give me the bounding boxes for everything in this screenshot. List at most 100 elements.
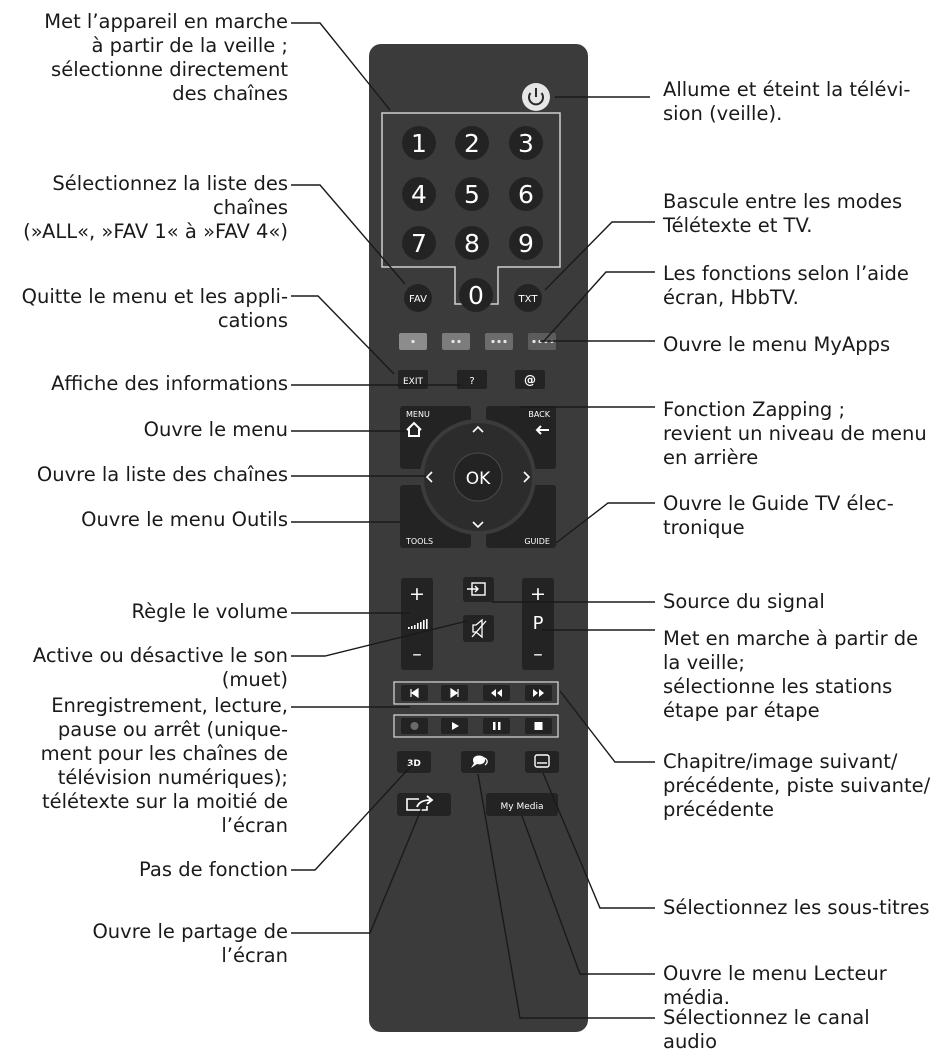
button-0[interactable]: 0 [459,278,493,312]
button-3[interactable]: 3 [509,126,543,160]
help-button[interactable]: ? [457,370,487,389]
digit-label: 3 [518,129,534,158]
ok-button[interactable]: OK [453,452,503,502]
subtitle-button[interactable] [525,751,559,773]
guide-label: GUIDE [524,537,550,546]
digit-label: 8 [464,229,480,258]
button-5[interactable]: 5 [455,177,489,211]
skip-next-icon [450,687,459,699]
program-plus-label: + [530,583,546,605]
digit-label: 6 [518,180,534,209]
mute-speaker-icon [472,618,483,639]
label-numbers: Met l’appareil en marche à partir de la … [44,10,288,105]
fast-forward-icon [533,689,544,697]
label-volume: Règle le volume [131,600,288,623]
program-p-label: P [533,613,544,634]
volume-minus-label: – [412,643,422,665]
play-icon [452,722,459,730]
color-key-4[interactable] [528,333,556,350]
label-ok: Ouvre la liste des chaînes [36,463,288,486]
volume-rocker[interactable]: + – [401,578,433,670]
label-guide: Ouvre le Guide TV élec- tronique [663,492,894,539]
fav-label: FAV [409,294,427,305]
color-key-3[interactable] [485,333,513,350]
power-icon [528,92,544,106]
label-3d: Pas de fonction [139,858,288,881]
txt-button[interactable]: TXT [514,284,542,312]
arrow-down-icon [472,521,484,529]
subtitle-icon [534,754,550,768]
label-subtitles: Sélectionnez les sous-titres [663,896,930,919]
color-key-2[interactable] [442,333,470,350]
ok-label: OK [466,469,491,489]
record-icon [410,722,419,730]
label-myapps: Ouvre le menu MyApps [663,333,891,356]
label-program: Met en marche à partir de la veille; sél… [663,627,919,722]
label-menu: Ouvre le menu [143,418,288,441]
play-button[interactable] [441,718,468,734]
back-arrow-icon [535,425,549,435]
label-back: Fonction Zapping ; revient un niveau de … [663,398,927,469]
fav-button[interactable]: FAV [404,284,432,312]
label-mute: Active ou désactive le son (muet) [32,644,288,691]
label-audio: Sélectionnez le canal audio [663,1006,870,1053]
exit-label: EXIT [403,377,424,387]
txt-label: TXT [518,294,539,305]
label-source: Source du signal [663,590,825,613]
rewind-button[interactable] [483,685,510,701]
digit-label: 2 [464,129,480,158]
label-color-keys: Les fonctions selon l’aide écran, HbbTV. [663,262,909,309]
myapps-button[interactable]: @ [515,370,545,389]
button-8[interactable]: 8 [455,226,489,260]
remote-control: 1 2 3 4 5 6 7 8 9 0 FAV TXT EXIT ? @ MEN… [369,44,588,1032]
myapps-label: @ [524,373,536,387]
digit-label: 5 [464,180,480,209]
3d-button[interactable]: 3D [397,751,431,773]
chapter-outline-group [393,681,559,705]
pause-button[interactable] [483,718,510,734]
power-button[interactable] [522,83,550,111]
stop-icon [534,722,543,730]
label-power: Allume et éteint la télévi- sion (veille… [663,78,911,125]
audio-button[interactable] [461,751,495,773]
menu-label: MENU [406,410,430,419]
speech-bubble-icon [471,755,485,768]
button-1[interactable]: 1 [402,126,436,160]
digit-pad-outline [381,112,561,305]
color-key-1[interactable] [399,333,427,350]
digit-label: 4 [411,180,427,209]
home-icon [406,421,422,437]
volume-plus-label: + [409,583,425,605]
help-label: ? [469,376,474,387]
program-rocker[interactable]: + P – [522,578,554,670]
exit-button[interactable]: EXIT [398,370,428,389]
button-4[interactable]: 4 [402,177,436,211]
button-2[interactable]: 2 [455,126,489,160]
pause-icon [493,722,501,730]
skip-previous-button[interactable] [401,685,428,701]
3d-label: 3D [407,759,421,769]
arrow-left-icon [425,471,433,483]
arrow-up-icon [472,425,484,433]
skip-previous-icon [410,687,419,699]
screen-share-button[interactable] [397,793,451,816]
fast-forward-button[interactable] [525,685,552,701]
button-9[interactable]: 9 [509,226,543,260]
source-button[interactable] [463,577,494,602]
my-media-button[interactable]: My Media [486,793,558,816]
digit-label: 7 [411,229,427,258]
tools-label: TOOLS [405,537,433,546]
label-share: Ouvre le partage de l’écran [92,920,288,967]
mute-button[interactable] [463,615,494,642]
button-7[interactable]: 7 [402,226,436,260]
skip-next-button[interactable] [441,685,468,701]
label-info: Affiche des informations [51,372,288,395]
program-minus-label: – [533,643,543,665]
button-6[interactable]: 6 [509,177,543,211]
label-record-play: Enregistrement, lecture, pause ou arrêt … [40,694,288,837]
back-label: BACK [528,410,550,419]
label-txt: Bascule entre les modes Télétexte et TV. [663,190,903,237]
rewind-icon [491,689,502,697]
stop-button[interactable] [525,718,552,734]
record-button[interactable] [401,718,428,734]
